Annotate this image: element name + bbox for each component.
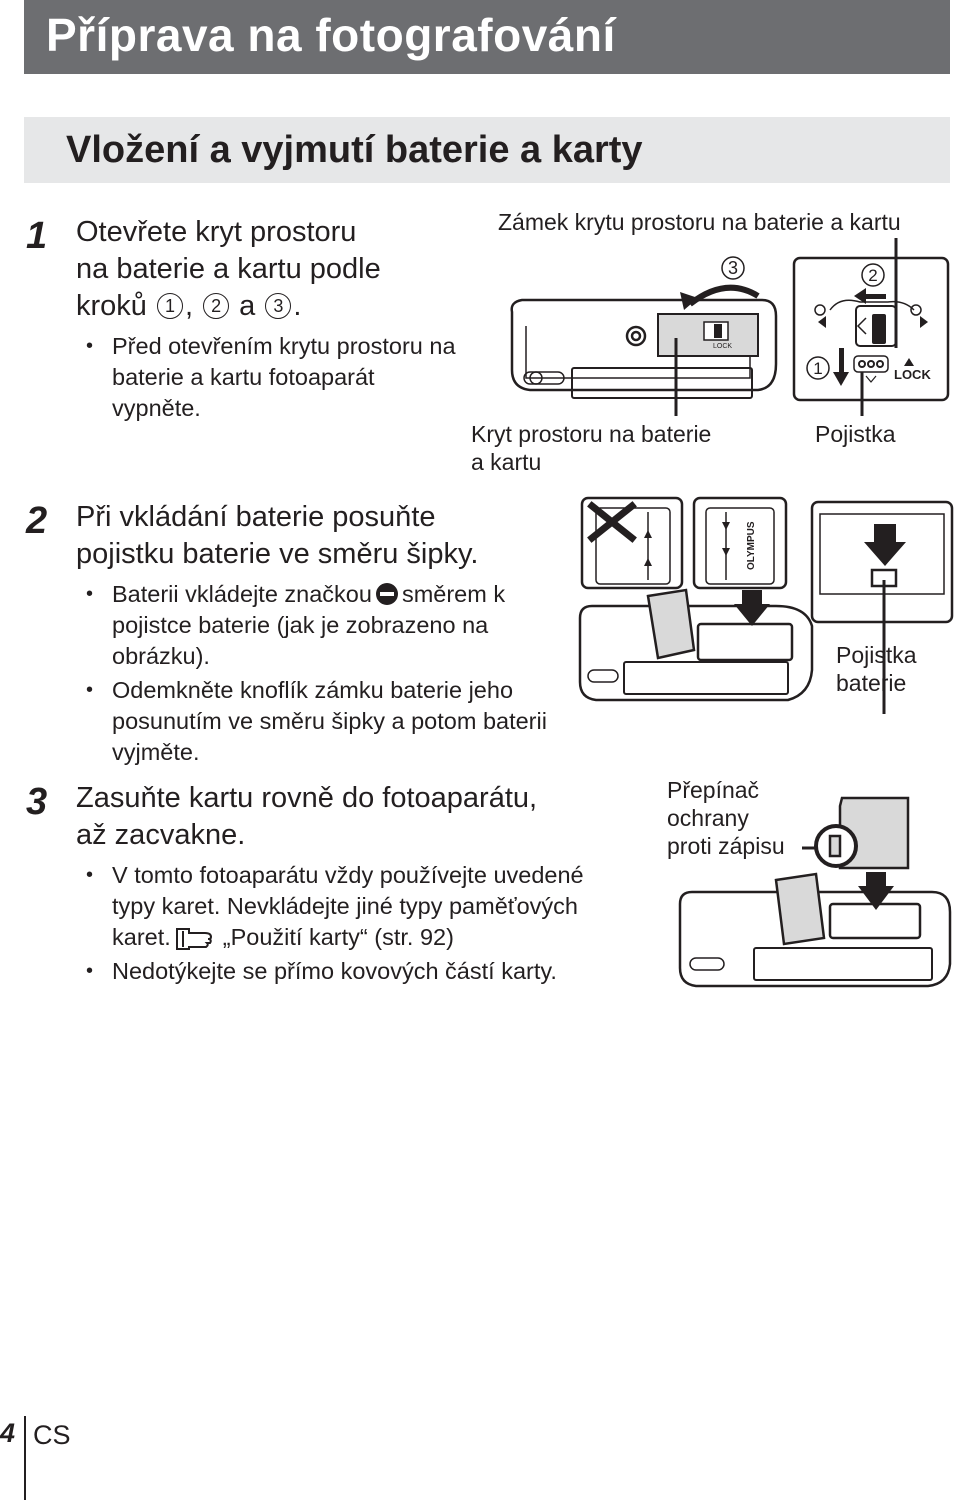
circled-number-1: 1 <box>156 293 183 319</box>
page-language: CS <box>33 1420 71 1450</box>
bullet-text-post: směrem k pojistce baterie (jak je zobraz… <box>112 581 506 669</box>
cover-label: Kryt prostoru na baterie a kartu <box>471 420 711 476</box>
footer-divider <box>24 1416 26 1500</box>
reference-hand-icon <box>175 928 212 950</box>
latch-label: Pojistka <box>815 421 896 447</box>
title-bar: Příprava na fotografování <box>24 0 950 74</box>
write-protect-label-line-3: proti zápisu <box>667 833 785 859</box>
cover-lock-label: Zámek krytu prostoru na baterie a kartu <box>498 209 901 235</box>
bullet-text-post: „Použití karty“ (str. 92) <box>222 924 454 950</box>
heading-end: . <box>293 290 302 322</box>
step-1-heading-line-3-text: kroků <box>76 290 155 322</box>
illustration-lock: LOCK <box>894 367 931 382</box>
separator-2: a <box>231 290 264 322</box>
step-2-heading-line-2: pojistku baterie ve směru šipky. <box>76 538 479 570</box>
section-bar: Vložení a vyjmutí baterie a karty <box>24 117 950 183</box>
step-3-heading: Zasuňte kartu rovně do fotoaparátu, až z… <box>76 780 606 854</box>
step-number-1: 1 <box>26 215 48 257</box>
step-3-heading-line-1: Zasuňte kartu rovně do fotoaparátu, <box>76 782 538 814</box>
step-3-bullet-1: V tomto fotoaparátu vždy používejte uved… <box>76 860 596 953</box>
separator-1: , <box>184 290 202 322</box>
battery-brand-label: OLYMPUS <box>746 521 757 570</box>
step-1-heading-line-1: Otevřete kryt prostoru <box>76 216 357 248</box>
circled-number-3: 3 <box>265 293 292 319</box>
write-protect-label-line-2: ochrany <box>667 805 749 831</box>
page-title: Příprava na fotografování <box>46 9 616 61</box>
step-3-bullet-2: Nedotýkejte se přímo kovových částí kart… <box>76 956 596 987</box>
circled-number-2: 2 <box>203 293 230 319</box>
illustration-lock-small: LOCK <box>713 343 732 350</box>
step-1-heading: Otevřete kryt prostoru na baterie a kart… <box>76 214 476 325</box>
step-number-2: 2 <box>26 500 48 542</box>
illustration-step-2: 2 <box>868 266 877 285</box>
negative-mark-icon <box>375 583 398 605</box>
bullet-text-pre: Baterii vkládejte značkou <box>112 581 372 607</box>
illustration-step-1: 1 <box>813 359 822 378</box>
cover-label-line-1: Kryt prostoru na baterie <box>471 421 712 447</box>
step-2-bullet-2: Odemkněte knoflík zámku baterie jeho pos… <box>76 675 556 768</box>
card-insert-illustration <box>678 796 952 988</box>
step-2-heading: Při vkládání baterie posuňte pojistku ba… <box>76 499 576 573</box>
battery-latch-label-line-1: Pojistka <box>836 642 917 668</box>
step-1-bullets: Před otevřením krytu prostoru na baterie… <box>76 331 466 427</box>
battery-latch-label: Pojistka baterie <box>836 641 917 697</box>
battery-latch-label-line-2: baterie <box>836 670 907 696</box>
step-3-heading-line-2: až zacvakne. <box>76 819 246 851</box>
page-number: 4 <box>0 1418 16 1448</box>
write-protect-label: Přepínač ochrany proti zápisu <box>667 776 785 860</box>
write-protect-label-line-1: Přepínač <box>667 777 760 803</box>
step-1-heading-line-3: kroků 1, 2 a 3. <box>76 288 476 325</box>
camera-cover-illustration: 3 LOCK 2 1 LOCK <box>510 238 950 416</box>
step-3-bullets: V tomto fotoaparátu vždy používejte uved… <box>76 860 596 990</box>
step-2-heading-line-1: Při vkládání baterie posuňte <box>76 501 436 533</box>
illustration-step-3: 3 <box>728 258 738 278</box>
battery-insert-illustration: OLYMPUS <box>578 496 954 714</box>
cover-label-line-2: a kartu <box>471 449 542 475</box>
step-1-heading-line-2: na baterie a kartu podle <box>76 253 381 285</box>
step-number-3: 3 <box>26 781 48 823</box>
bullet-text-pre: V tomto fotoaparátu vždy používejte uved… <box>112 862 584 950</box>
section-title: Vložení a vyjmutí baterie a karty <box>66 129 643 171</box>
step-1-bullet-1: Před otevřením krytu prostoru na baterie… <box>76 331 466 424</box>
